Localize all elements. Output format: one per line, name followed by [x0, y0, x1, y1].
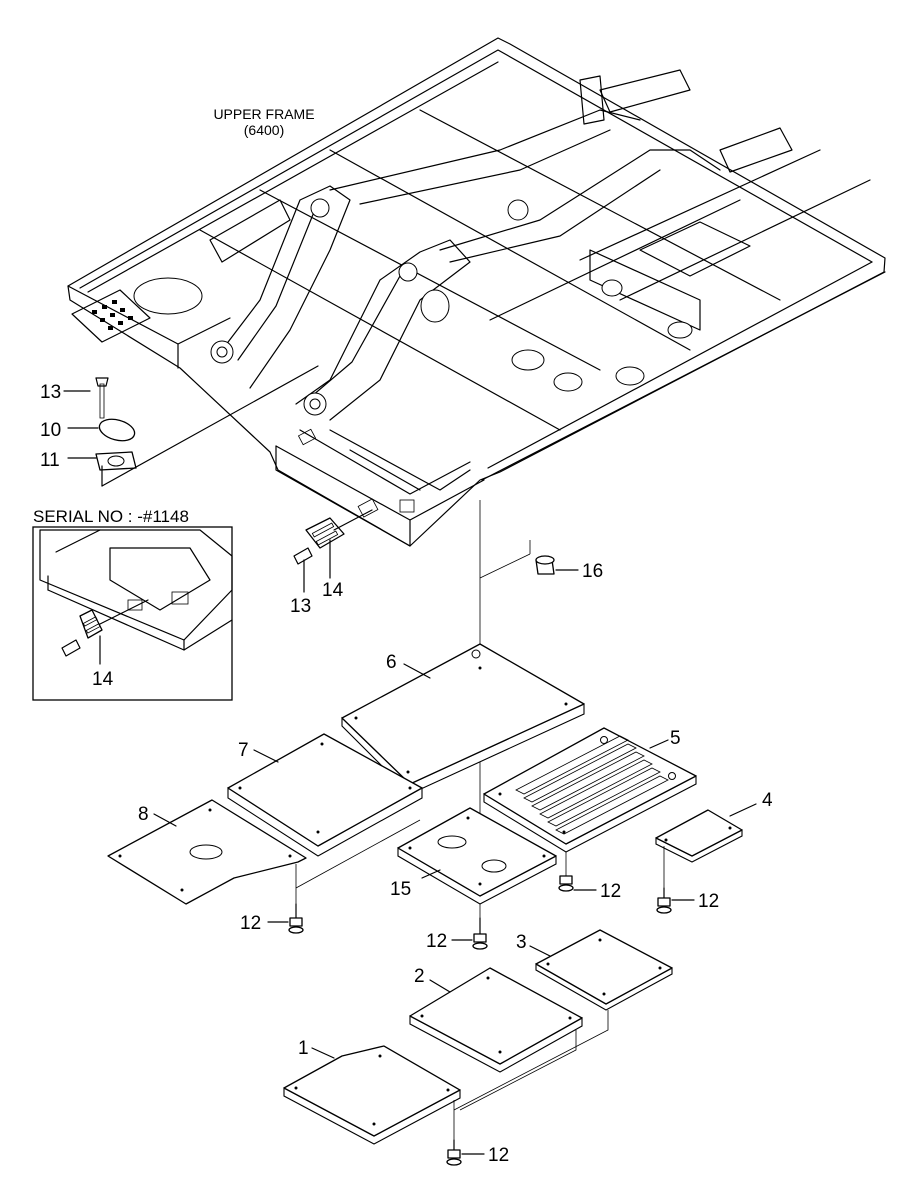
- serial-label: SERIAL NO : -#1148: [33, 507, 189, 526]
- plate-5: [483, 727, 697, 853]
- callout-12-mid-right: 12: [600, 881, 621, 902]
- callout-14-inset: 14: [92, 669, 114, 690]
- callout-14-mid: 14: [322, 580, 344, 601]
- bolt-12-center: [451, 917, 488, 950]
- serial-inset: [32, 526, 233, 701]
- bolt-12-mid-right: [558, 852, 597, 892]
- plate-6: [341, 643, 585, 795]
- callout-16: 16: [582, 561, 603, 582]
- plate-3: [529, 929, 673, 1011]
- callout-11: 11: [40, 450, 60, 471]
- callout-13-mid: 13: [290, 596, 311, 617]
- cover-10-11-13: [63, 365, 319, 487]
- nut-16: [535, 555, 579, 575]
- callout-7: 7: [238, 740, 249, 761]
- upper-frame: [67, 37, 886, 547]
- callout-1: 1: [298, 1038, 309, 1059]
- plate-8: [107, 799, 307, 905]
- callout-10: 10: [40, 420, 61, 441]
- plate-7: [227, 733, 423, 857]
- bolt-12-right: [656, 887, 695, 914]
- bolt-12-bottom: [446, 1139, 485, 1166]
- callout-6: 6: [386, 652, 397, 673]
- plate-1: [283, 1045, 461, 1145]
- callout-12-left: 12: [240, 913, 261, 934]
- callout-12-center: 12: [426, 931, 447, 952]
- frame-label-line2: (6400): [244, 122, 284, 138]
- callout-13-top: 13: [40, 382, 61, 403]
- plate-15: [397, 807, 557, 905]
- callout-15: 15: [390, 879, 411, 900]
- callout-12-right: 12: [698, 891, 719, 912]
- callout-2: 2: [414, 966, 425, 987]
- plate-4: [655, 803, 757, 890]
- plate-2: [409, 967, 583, 1073]
- callout-3: 3: [516, 932, 527, 953]
- callout-4: 4: [762, 790, 773, 811]
- frame-label-line1: UPPER FRAME: [213, 106, 314, 122]
- callout-12-bottom: 12: [488, 1145, 509, 1166]
- callout-8: 8: [138, 804, 149, 825]
- callout-5: 5: [670, 728, 681, 749]
- bolt-12-left: [267, 903, 304, 934]
- cover-14: [293, 509, 373, 593]
